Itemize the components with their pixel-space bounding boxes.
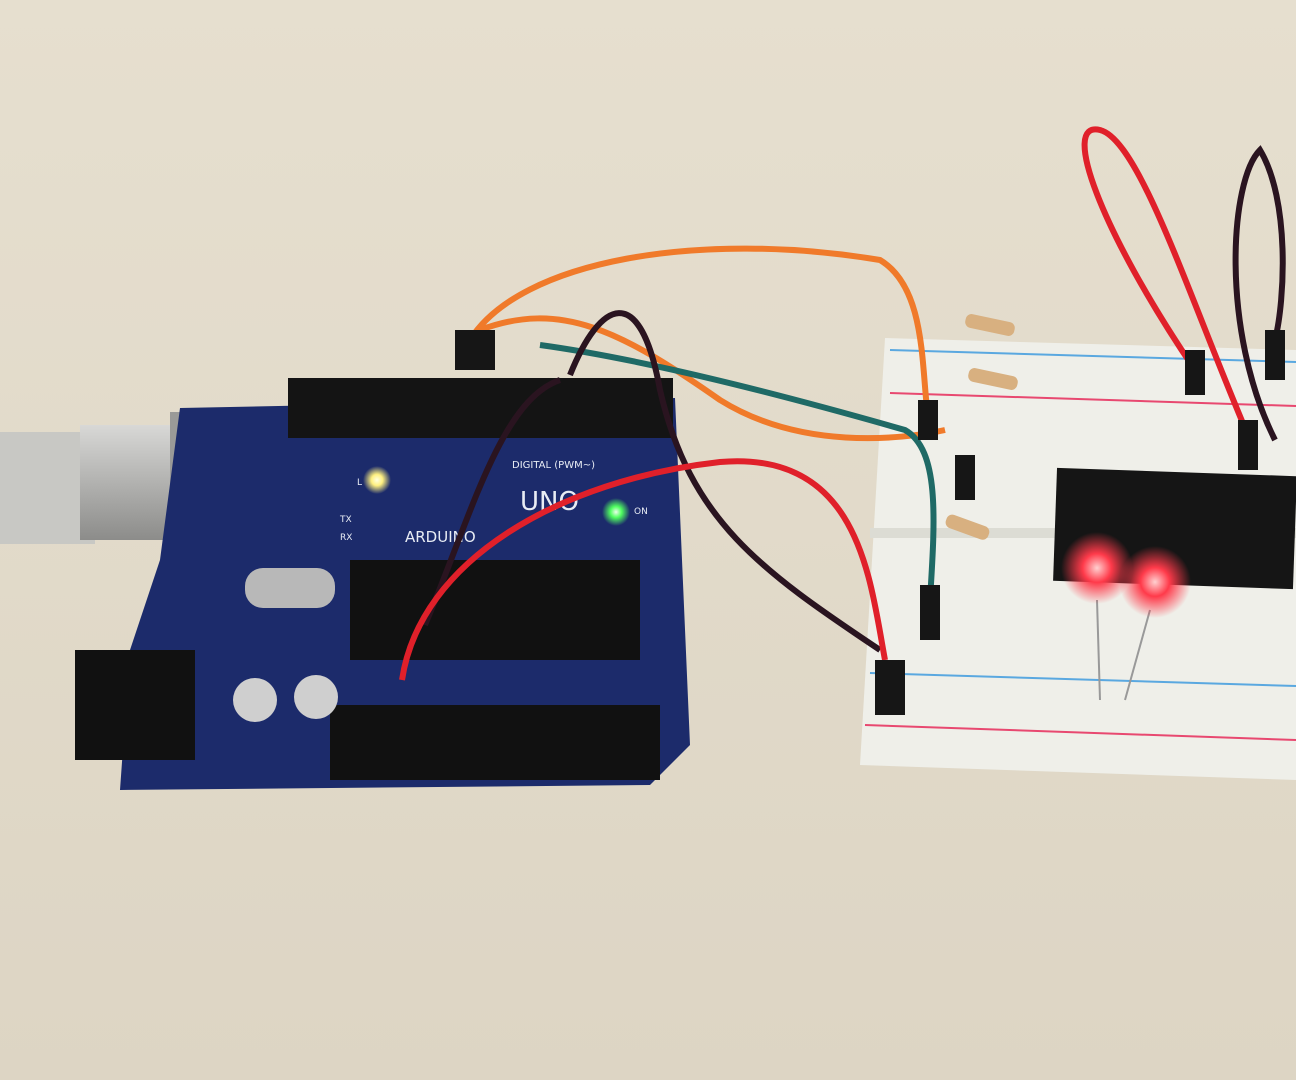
led-leg: [1124, 609, 1151, 701]
capacitor: [233, 678, 277, 722]
resistor: [965, 314, 1015, 336]
jumper-pin: [875, 660, 905, 715]
red-led-glow: [1061, 532, 1133, 604]
rx-label: RX: [340, 533, 352, 543]
jumper-pin: [1265, 330, 1285, 380]
l-label: L: [357, 478, 362, 488]
resistor: [945, 514, 990, 540]
digital-header: [288, 378, 673, 438]
tx-label: TX: [339, 515, 352, 525]
digital-header-label: DIGITAL (PWM~): [512, 460, 595, 471]
power-rail-line-red: [864, 724, 1296, 741]
red-loop-wire: [1081, 126, 1253, 442]
dark-loop-wire: [1232, 145, 1286, 442]
jumper-pin: [1238, 420, 1258, 470]
microcontroller-chip: [350, 560, 640, 660]
teal-wire: [539, 342, 937, 601]
capacitor: [294, 675, 338, 719]
usb-plug: [80, 425, 180, 540]
orange-wire: [467, 245, 933, 431]
usb-cable: [0, 432, 95, 544]
power-led-glow: [602, 498, 630, 526]
jumper-pin: [455, 330, 495, 370]
dark-wire: [567, 310, 882, 653]
on-label: ON: [634, 507, 648, 517]
dark-wire: [422, 377, 562, 627]
jumper-pin: [1185, 350, 1205, 395]
power-jack: [75, 650, 195, 760]
red-wire: [399, 458, 888, 681]
power-rail-line-blue: [869, 672, 1296, 687]
analog-header: [330, 705, 660, 780]
jumper-pin: [918, 400, 938, 440]
led-leg: [1096, 599, 1101, 701]
resistor: [968, 368, 1018, 390]
power-rail-line-red: [889, 392, 1296, 407]
jumper-pin: [920, 585, 940, 640]
l-led-glow: [363, 466, 391, 494]
red-led-glow: [1119, 546, 1191, 618]
jumper-pin: [955, 455, 975, 500]
orange-wire: [478, 315, 946, 442]
power-rail-line-blue: [889, 349, 1296, 363]
crystal: [245, 568, 335, 608]
